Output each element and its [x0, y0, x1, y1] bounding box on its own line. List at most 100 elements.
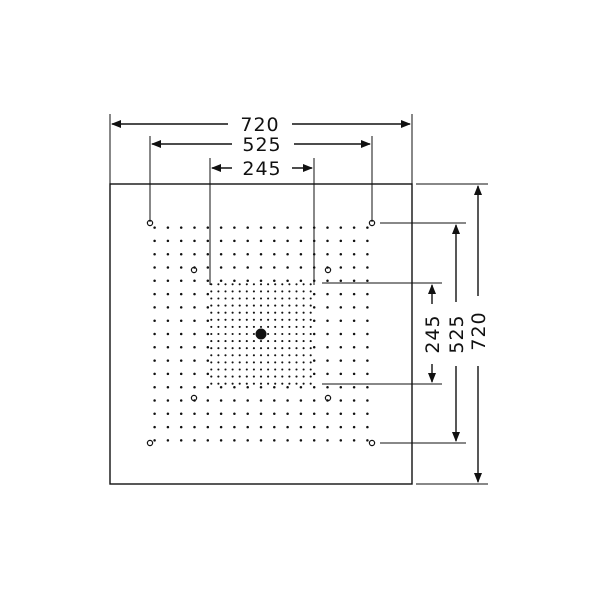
- nozzle-pattern: [146, 219, 376, 447]
- nozzle-dot: [312, 292, 316, 296]
- nozzle-dot-dense: [252, 304, 255, 307]
- nozzle-dot-dense: [210, 290, 213, 293]
- nozzle-dot: [259, 385, 263, 389]
- nozzle-dot: [166, 266, 170, 269]
- nozzle-dot: [299, 279, 303, 283]
- nozzle-dot-dense: [259, 368, 263, 371]
- nozzle-dot: [339, 226, 343, 229]
- nozzle-dot-dense: [231, 318, 234, 321]
- nozzle-dot-dense: [288, 283, 291, 286]
- nozzle-dot-dense: [281, 283, 284, 286]
- nozzle-dot: [326, 425, 329, 429]
- dimension-label-245-top: 245: [242, 158, 281, 180]
- nozzle-dot: [219, 399, 223, 402]
- top-dimension-245: 245: [209, 158, 315, 285]
- nozzle-dot-dense: [288, 318, 291, 321]
- nozzle-dot: [219, 279, 223, 283]
- nozzle-dot-dense: [295, 347, 298, 350]
- nozzle-dot-dense: [245, 368, 248, 371]
- nozzle-dot-dense: [231, 332, 234, 336]
- nozzle-dot-dense: [274, 311, 277, 314]
- nozzle-dot-dense: [295, 283, 298, 286]
- nozzle-dot-dense: [288, 368, 291, 371]
- nozzle-dot: [206, 359, 210, 362]
- nozzle-dot-dense: [245, 354, 248, 357]
- nozzle-dot: [352, 306, 356, 309]
- nozzle-dot: [273, 385, 276, 389]
- nozzle-dot-dense: [295, 368, 298, 371]
- nozzle-dot: [339, 319, 343, 322]
- mounting-point: [190, 394, 198, 402]
- nozzle-dot: [312, 439, 316, 442]
- nozzle-dot-dense: [302, 340, 305, 343]
- nozzle-dot-dense: [267, 290, 270, 293]
- nozzle-dot-dense: [302, 297, 305, 300]
- nozzle-dot-dense: [217, 375, 220, 378]
- nozzle-dot-dense: [281, 368, 284, 371]
- nozzle-dot: [286, 385, 289, 389]
- nozzle-dot: [153, 425, 156, 429]
- nozzle-dot: [299, 399, 303, 402]
- nozzle-dot: [193, 239, 196, 243]
- nozzle-dot-dense: [252, 368, 255, 371]
- nozzle-dot-dense: [302, 375, 305, 378]
- nozzle-dot: [153, 226, 156, 229]
- nozzle-dot: [219, 425, 223, 429]
- nozzle-dot: [246, 266, 249, 269]
- nozzle-dot-dense: [245, 290, 248, 293]
- nozzle-dot: [339, 359, 343, 362]
- nozzle-dot: [153, 306, 156, 309]
- nozzle-dot: [246, 425, 249, 429]
- nozzle-dot-dense: [217, 354, 220, 357]
- nozzle-dot-dense: [210, 368, 213, 371]
- nozzle-dot: [206, 399, 210, 402]
- nozzle-dot: [286, 252, 289, 256]
- nozzle-dot: [366, 346, 369, 349]
- dimension-label-525-top: 525: [242, 134, 281, 156]
- dimension-label-720-top: 720: [240, 114, 279, 136]
- nozzle-dot: [233, 439, 236, 442]
- nozzle-dot: [193, 412, 196, 416]
- nozzle-dot-dense: [288, 304, 291, 307]
- nozzle-dot-dense: [231, 297, 234, 300]
- nozzle-dot-dense: [252, 311, 255, 314]
- nozzle-dot: [179, 346, 183, 349]
- nozzle-dot-dense: [245, 297, 248, 300]
- nozzle-dot-dense: [245, 311, 248, 314]
- nozzle-dot-dense: [252, 283, 255, 286]
- nozzle-dot-dense: [231, 290, 234, 293]
- nozzle-dot: [206, 279, 210, 283]
- nozzle-dot: [352, 412, 356, 416]
- nozzle-dot-dense: [210, 318, 213, 321]
- nozzle-dot-dense: [295, 311, 298, 314]
- nozzle-dot: [259, 439, 263, 442]
- nozzle-dot: [299, 425, 303, 429]
- nozzle-dot-dense: [288, 340, 291, 343]
- nozzle-dot-dense: [288, 325, 291, 328]
- nozzle-dot: [326, 372, 329, 376]
- nozzle-dot: [179, 372, 183, 376]
- nozzle-dot-dense: [238, 297, 241, 300]
- nozzle-dot-dense: [238, 311, 241, 314]
- nozzle-dot: [366, 319, 369, 322]
- nozzle-dot: [259, 266, 263, 269]
- nozzle-dot-dense: [210, 382, 213, 385]
- nozzle-dot: [193, 226, 196, 229]
- nozzle-dot-dense: [252, 332, 255, 336]
- nozzle-dot-dense: [210, 304, 213, 307]
- nozzle-dot: [326, 306, 329, 309]
- nozzle-dot: [219, 412, 223, 416]
- nozzle-dot: [166, 372, 170, 376]
- nozzle-dot-dense: [210, 311, 213, 314]
- nozzle-dot-dense: [231, 304, 234, 307]
- nozzle-dot: [179, 332, 183, 336]
- nozzle-dot: [366, 385, 369, 389]
- nozzle-dot-dense: [302, 304, 305, 307]
- nozzle-dot: [193, 439, 196, 442]
- nozzle-dot-dense: [231, 283, 234, 286]
- nozzle-dot-dense: [210, 347, 213, 350]
- nozzle-dot-dense: [281, 332, 284, 336]
- nozzle-dot-dense: [238, 304, 241, 307]
- nozzle-dot-dense: [288, 311, 291, 314]
- nozzle-dot: [166, 239, 170, 243]
